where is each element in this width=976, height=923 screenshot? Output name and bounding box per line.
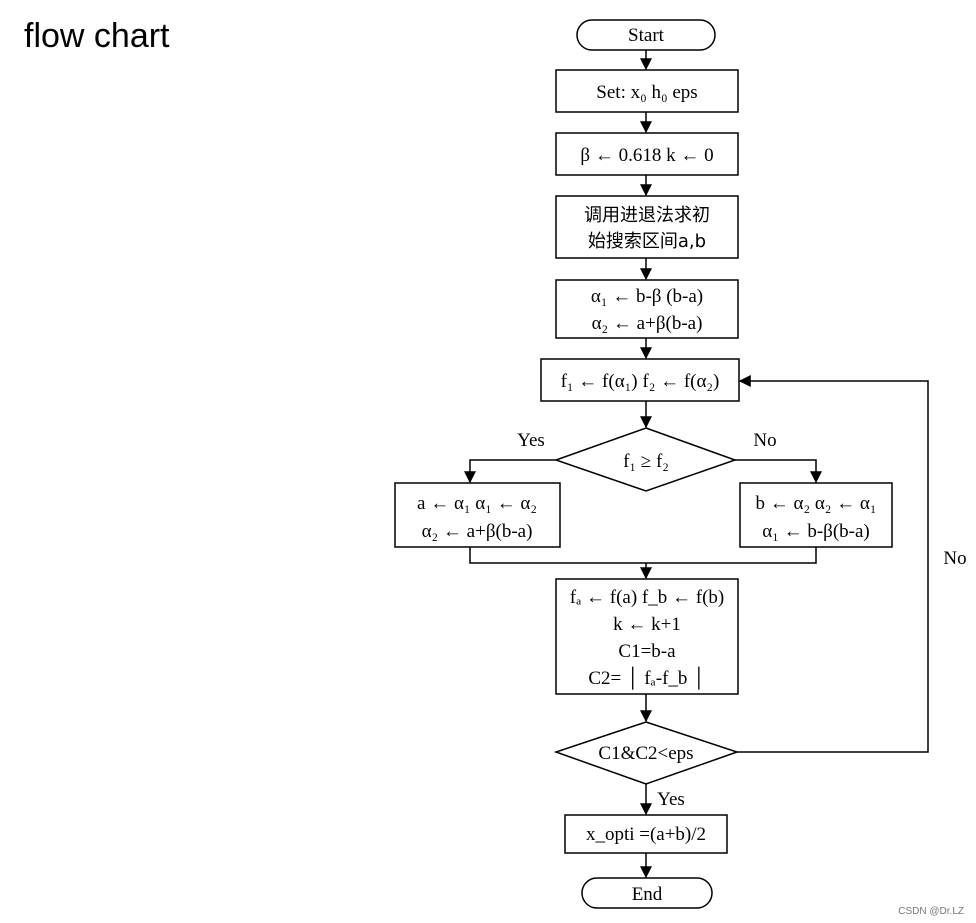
interval-box [555,195,739,259]
watermark: CSDN @Dr.LZ [898,906,964,917]
update-line2: k ← k+1 [613,614,681,635]
result-label: x_opti =(a+b)/2 [586,824,706,845]
set-box [555,69,739,113]
update-box [555,578,739,695]
loop-no-label: No [943,548,966,569]
alpha2-label: α₂ ← a+β(b-a) [592,313,703,334]
arrow-yes-left [464,459,556,484]
arrow-loop-no [737,375,929,753]
right-branch-line1: b ← α₂ α₂ ← α₁ [756,493,877,514]
update-line1: fₐ ← f(a) f_b ← f(b) [570,587,725,608]
feval-label: f₁ ← f(α₁) f₂ ← f(α₂) [561,371,720,392]
start-label: Start [628,25,665,46]
decision-f1-f2 [553,427,738,492]
yes-label: Yes [517,430,545,451]
alpha1-label: α₁ ← b-β (b-a) [591,286,703,307]
decision1-label: f₁ ≥ f₂ [623,451,669,472]
yes2-label: Yes [657,789,685,810]
init-label: β ← 0.618 k ← 0 [580,145,713,166]
update-line3: C1=b-a [618,641,676,662]
no-label: No [753,430,776,451]
interval-label-line1: 调用进退法求初 [584,205,710,226]
merge-line [469,547,817,564]
init-box [555,132,739,176]
update-line4: C2= │ fₐ-f_b │ [588,666,705,690]
interval-label-line2: 始搜索区间a,b [588,231,706,252]
arrow-no-right [735,459,822,484]
left-branch-line2: α₂ ← a+β(b-a) [422,521,533,542]
decision2-label: C1&C2<eps [598,743,693,764]
left-branch-box [394,482,561,548]
feval-box [540,358,740,402]
page-title: flow chart [24,17,170,55]
end-label: End [632,884,663,905]
left-branch-line1: a ← α₁ α₁ ← α₂ [417,493,537,514]
set-label: Set: x₀ h₀ eps [596,82,697,103]
right-branch-line2: α₁ ← b-β(b-a) [762,521,870,542]
result-box [564,814,728,854]
